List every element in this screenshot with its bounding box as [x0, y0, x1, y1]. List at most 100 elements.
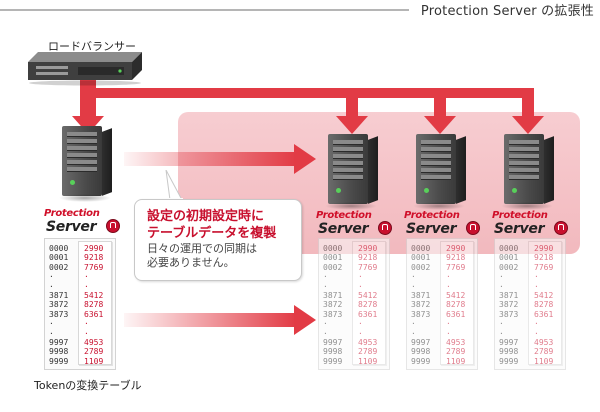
- token-key: ·: [49, 281, 54, 291]
- token-key: 9998: [411, 347, 431, 357]
- token-value: ·: [446, 328, 451, 338]
- token-key: 9997: [411, 338, 431, 347]
- token-value: 2990: [534, 244, 554, 253]
- token-key: 0002: [411, 262, 431, 272]
- logo-server-text: Server: [406, 221, 457, 237]
- token-key: 0001: [411, 253, 431, 263]
- callout-note: 日々の運用での同期は 必要ありません。: [147, 242, 257, 270]
- token-value: 2990: [358, 244, 378, 253]
- replication-arrow-shaft: [124, 152, 296, 166]
- replica-server-logo-1: Protection Server: [316, 210, 396, 238]
- token-key: 3872: [499, 300, 519, 310]
- token-key: 0000: [323, 244, 343, 253]
- token-key: 0001: [499, 253, 519, 263]
- token-table-label: Tokenの変換テーブル: [34, 379, 142, 392]
- table-row: 3872 8278: [321, 299, 387, 310]
- replication-arrow-head: [294, 144, 316, 174]
- callout-title: 設定の初期設定時に テーブルデータを複製: [147, 208, 276, 242]
- token-key: 9997: [323, 338, 343, 347]
- page-title: Protection Server の拡張性: [420, 4, 594, 19]
- title-box: Protection Server の拡張性: [408, 0, 600, 20]
- token-key: ·: [499, 281, 504, 291]
- token-key: 3872: [49, 300, 69, 310]
- token-value: 6361: [534, 309, 554, 319]
- logo-protection-text: Protection: [404, 210, 460, 221]
- table-row: 0002 7769: [47, 262, 113, 273]
- table-row: ··: [47, 328, 113, 339]
- token-value: 5412: [84, 291, 104, 300]
- table-row: 0000 2990: [321, 243, 387, 254]
- token-key: 3873: [323, 309, 343, 319]
- callout-tail: [165, 170, 183, 202]
- token-key: 9997: [49, 338, 69, 347]
- arrow-head-replica-3: [512, 116, 544, 134]
- token-value-column: [352, 241, 386, 365]
- token-value: 5412: [446, 291, 466, 300]
- table-row: ··: [497, 281, 563, 292]
- token-value-column: [78, 241, 112, 365]
- token-value: 4953: [446, 338, 466, 347]
- logo-server-text: Server: [318, 221, 369, 237]
- token-value: 7769: [84, 262, 104, 272]
- token-value: 9218: [84, 253, 104, 263]
- logo-protection-text: Protection: [316, 210, 372, 221]
- token-key: 3871: [499, 291, 519, 300]
- token-key: ·: [411, 281, 416, 291]
- token-key: ·: [499, 319, 504, 329]
- token-key: 0002: [323, 262, 343, 272]
- table-row: ··: [409, 281, 475, 292]
- token-key: ·: [49, 319, 54, 329]
- token-value: 6361: [84, 309, 104, 319]
- token-value: 8278: [358, 300, 378, 310]
- token-value: 4953: [358, 338, 378, 347]
- table-row: 9998 2789: [409, 346, 475, 357]
- lock-icon: [378, 221, 392, 235]
- callout-note-line-1: 日々の運用での同期は: [147, 242, 257, 255]
- token-key: ·: [323, 281, 328, 291]
- token-value: 6361: [358, 309, 378, 319]
- main-server-logo: Protection Server: [44, 208, 124, 236]
- token-value: 2990: [446, 244, 466, 253]
- token-value: ·: [84, 319, 89, 329]
- token-key: 0002: [49, 262, 69, 272]
- token-value: ·: [446, 319, 451, 329]
- token-value: ·: [534, 281, 539, 291]
- table-row: 0002 7769: [321, 262, 387, 273]
- token-value: 2789: [446, 347, 466, 357]
- callout-box: 設定の初期設定時に テーブルデータを複製 日々の運用での同期は 必要ありません。: [134, 199, 302, 281]
- table-row: ··: [409, 271, 475, 282]
- arrow-head-replica-2: [424, 116, 456, 134]
- token-key: 3872: [323, 300, 343, 310]
- table-row: 3873 6361: [321, 309, 387, 320]
- token-key: 9999: [499, 356, 519, 366]
- token-key: 3873: [49, 309, 69, 319]
- main-server-icon: [56, 124, 114, 202]
- token-value: 7769: [358, 262, 378, 272]
- token-key: 9997: [499, 338, 519, 347]
- logo-protection-text: Protection: [44, 208, 100, 219]
- token-value: 1109: [358, 356, 378, 366]
- table-row: 9997 4953: [321, 337, 387, 348]
- table-row: ··: [47, 271, 113, 282]
- token-value: 8278: [446, 300, 466, 310]
- table-row: ··: [409, 318, 475, 329]
- token-value: ·: [446, 281, 451, 291]
- token-key: 3871: [411, 291, 431, 300]
- token-value: 1109: [84, 356, 104, 366]
- token-key: 9999: [411, 356, 431, 366]
- token-value: 1109: [534, 356, 554, 366]
- token-value: ·: [84, 281, 89, 291]
- token-value: 2789: [534, 347, 554, 357]
